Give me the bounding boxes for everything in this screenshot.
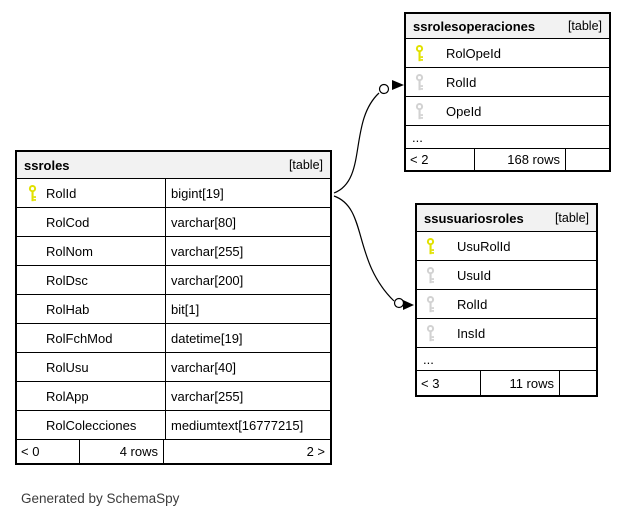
column-row-rolid: RolId bigint[19] [17,179,330,208]
table-type-tag: [table] [554,211,589,225]
table-header: ssroles [table] [17,152,330,179]
table-title: ssusuariosroles [424,210,524,226]
generated-by-note: Generated by SchemaSpy [21,491,180,506]
relationship-ssroles-ssrolesoperaciones [333,80,404,194]
table-header: ssusuariosroles [table] [417,205,596,232]
foreign-key-icon [426,295,435,313]
column-row-rolfchmod: RolFchMod datetime[19] [17,324,330,353]
column-type: varchar[255] [171,243,244,259]
table-header: ssrolesoperaciones [table] [406,14,609,39]
column-row-insid: InsId [417,319,596,348]
column-row-rolcolecciones: RolColecciones mediumtext[16777215] [17,411,330,440]
zero-or-one-circle-icon [393,297,405,309]
column-type: varchar[255] [171,388,244,404]
table-footer: < 0 4 rows 2 > [17,440,330,463]
hidden-columns-ellipsis: ... [406,126,609,149]
table-node-ssroles[interactable]: ssroles [table] RolId bigint[19] RolCod var… [15,150,332,465]
table-footer: < 2 168 rows [406,149,609,170]
row-count: 11 rows [481,371,560,395]
table-title: ssroles [24,157,70,173]
column-row-rolusu: RolUsu varchar[40] [17,353,330,382]
arrowhead-icon [403,300,414,310]
column-row-rolid: RolId [406,68,609,97]
column-type: bigint[19] [171,185,224,201]
table-columns: RolId bigint[19] RolCod varchar[80] RolNom va… [17,179,330,440]
column-row-usurolid: UsuRolId [417,232,596,261]
foreign-key-icon [426,324,435,342]
column-name: InsId [457,325,486,341]
table-title: ssrolesoperaciones [413,18,536,34]
column-type: varchar[40] [171,359,237,375]
column-type: varchar[80] [171,214,237,230]
table-type-tag: [table] [288,158,323,172]
child-degree [566,149,609,170]
parent-degree: < 0 [17,440,80,463]
column-name: UsuRolId [457,238,511,254]
foreign-key-icon [415,102,424,120]
column-row-rolhab: RolHab bit[1] [17,295,330,324]
row-count: 4 rows [80,440,164,463]
column-name: RolColecciones [46,417,137,433]
column-name: RolId [446,74,477,90]
row-count: 168 rows [475,149,566,170]
column-row-rolid: RolId [417,290,596,319]
column-name: UsuId [457,267,491,283]
column-row-usuid: UsuId [417,261,596,290]
column-name: RolApp [46,388,89,404]
parent-degree: < 3 [417,371,481,395]
column-name: RolId [457,296,488,312]
column-row-rolopeid: RolOpeId [406,39,609,68]
table-footer: < 3 11 rows [417,371,596,395]
column-type: varchar[200] [171,272,244,288]
column-name: RolOpeId [446,45,501,61]
primary-key-icon [28,184,37,202]
column-name: RolDsc [46,272,88,288]
arrowhead-icon [392,80,404,90]
column-type: mediumtext[16777215] [171,417,304,433]
column-type: bit[1] [171,301,200,317]
column-name: RolNom [46,243,93,259]
column-row-roldsc: RolDsc varchar[200] [17,266,330,295]
column-name: RolHab [46,301,90,317]
column-type: datetime[19] [171,330,243,346]
column-row-rolapp: RolApp varchar[255] [17,382,330,411]
relationship-ssroles-ssusuariosroles [333,195,414,310]
child-degree [560,371,596,395]
column-name: RolCod [46,214,90,230]
hidden-columns-ellipsis: ... [417,348,596,371]
child-degree: 2 > [306,444,325,459]
primary-key-icon [426,237,435,255]
column-row-opeid: OpeId [406,97,609,126]
column-row-rolcod: RolCod varchar[80] [17,208,330,237]
parent-degree: < 2 [406,149,475,170]
column-name: RolId [46,185,77,201]
primary-key-icon [415,44,424,62]
column-row-rolnom: RolNom varchar[255] [17,237,330,266]
column-name: OpeId [446,103,482,119]
foreign-key-icon [426,266,435,284]
column-name: RolUsu [46,359,89,375]
foreign-key-icon [415,73,424,91]
zero-or-one-circle-icon [378,83,390,95]
column-name: RolFchMod [46,330,113,346]
table-type-tag: [table] [567,19,602,33]
